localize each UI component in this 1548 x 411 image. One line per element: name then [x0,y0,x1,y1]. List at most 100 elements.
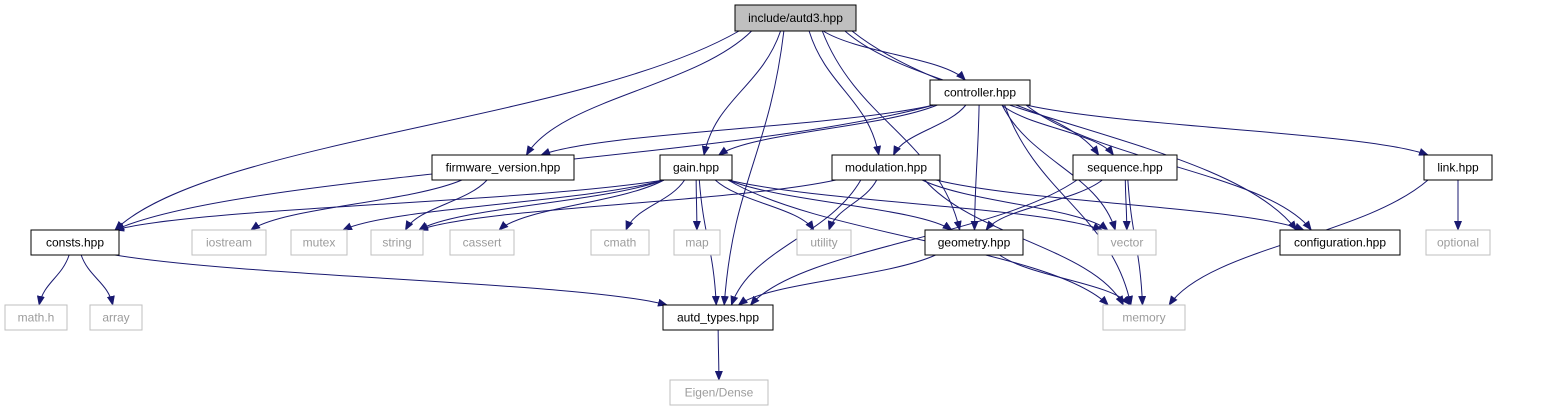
edge-firmware-to-string [405,179,488,231]
node-cmath: cmath [590,229,650,256]
dependency-edges [36,30,1462,381]
node-array-label: array [102,311,129,325]
edge-geometry-to-memory [999,254,1132,306]
edge-gain-to-consts [114,179,665,232]
node-cmath-box [590,229,650,256]
node-optional-label: optional [1437,236,1479,250]
node-map-box [673,229,721,256]
node-firmware-box [431,154,575,181]
edge-gain-to-cassert [498,179,665,231]
node-utility-box [796,229,852,256]
node-sequence[interactable]: sequence.hpp [1072,154,1178,181]
node-string-label: string [382,236,411,250]
edge-consts-to-math [36,254,70,306]
node-firmware[interactable]: firmware_version.hpp [431,154,575,181]
node-iostream-label: iostream [206,236,252,250]
node-eigen: Eigen/Dense [669,379,769,406]
edge-autd3-to-controller [822,30,966,81]
node-math-box [4,304,68,331]
edge-autd3-to-firmware [525,30,752,156]
node-autd_types[interactable]: autd_types.hpp [662,304,774,331]
node-consts-box [30,229,120,256]
node-iostream-box [191,229,267,256]
node-string-box [370,229,424,256]
node-gain-label: gain.hpp [673,161,719,175]
edge-gain-to-vector [727,179,1103,231]
node-string: string [370,229,424,256]
edge-modulation-to-string [418,179,837,231]
node-modulation-box [831,154,941,181]
node-controller-box [929,79,1031,106]
node-map-label: map [685,236,709,250]
node-configuration-label: configuration.hpp [1294,236,1386,250]
node-iostream: iostream [191,229,267,256]
edge-controller-to-gain [717,104,938,156]
edge-modulation-to-utility [827,179,878,231]
node-link-label: link.hpp [1437,161,1479,175]
node-mutex-label: mutex [303,236,336,250]
node-autd3-label: include/autd3.hpp [748,11,843,25]
edge-modulation-to-autd_types [730,179,862,306]
node-array: array [89,304,143,331]
edge-autd_types-to-eigen [714,329,723,381]
node-controller[interactable]: controller.hpp [929,79,1031,106]
node-geometry[interactable]: geometry.hpp [924,229,1024,256]
node-array-box [89,304,143,331]
node-link-box [1423,154,1493,181]
edge-controller-to-configuration [1025,104,1312,231]
node-sequence-label: sequence.hpp [1087,161,1163,175]
node-map: map [673,229,721,256]
node-optional-box [1425,229,1491,256]
edge-firmware-to-iostream [250,179,463,231]
edge-modulation-to-configuration [935,179,1305,231]
edge-modulation-to-vector [921,179,1109,231]
node-gain[interactable]: gain.hpp [659,154,733,181]
edge-controller-to-sequence [1001,104,1114,156]
edge-gain-to-utility [714,179,815,231]
node-eigen-box [669,379,769,406]
node-configuration[interactable]: configuration.hpp [1279,229,1401,256]
node-vector-label: vector [1111,236,1144,250]
edge-autd3-to-configuration [851,30,1298,231]
edge-gain-to-cmath [625,179,686,231]
node-eigen-label: Eigen/Dense [685,386,754,400]
edge-gain-to-geometry [727,179,953,231]
edge-sequence-to-geometry [985,179,1103,231]
node-geometry-label: geometry.hpp [938,236,1011,250]
node-utility-label: utility [810,236,837,250]
edge-gain-to-string [418,179,665,231]
node-autd3-box [734,4,857,32]
node-vector: vector [1097,229,1157,256]
node-gain-box [659,154,733,181]
node-modulation-label: modulation.hpp [845,161,927,175]
edge-gain-to-memory [727,179,1109,306]
node-consts[interactable]: consts.hpp [30,229,120,256]
node-autd3[interactable]: include/autd3.hpp [734,4,857,32]
edge-autd3-to-autd_types [720,30,785,306]
node-link[interactable]: link.hpp [1423,154,1493,181]
node-optional: optional [1425,229,1491,256]
edge-controller-to-memory [1004,104,1133,306]
node-math: math.h [4,304,68,331]
node-memory: memory [1102,304,1186,331]
edge-modulation-to-memory [924,179,1124,306]
node-sequence-box [1072,154,1178,181]
node-cassert: cassert [449,229,515,256]
edge-autd3-to-geometry [821,30,962,231]
node-cassert-label: cassert [463,236,502,250]
edge-controller-to-vector [1001,104,1117,231]
node-consts-label: consts.hpp [46,236,104,250]
node-cassert-box [449,229,515,256]
node-mutex-box [290,229,348,256]
edge-gain-to-mutex [342,179,665,231]
node-memory-box [1102,304,1186,331]
node-configuration-box [1279,229,1401,256]
node-modulation[interactable]: modulation.hpp [831,154,941,181]
node-autd_types-box [662,304,774,331]
edge-autd3-to-consts [114,30,740,231]
node-firmware-label: firmware_version.hpp [446,161,561,175]
edge-controller-to-firmware [540,104,935,156]
node-mutex: mutex [290,229,348,256]
node-vector-box [1097,229,1157,256]
